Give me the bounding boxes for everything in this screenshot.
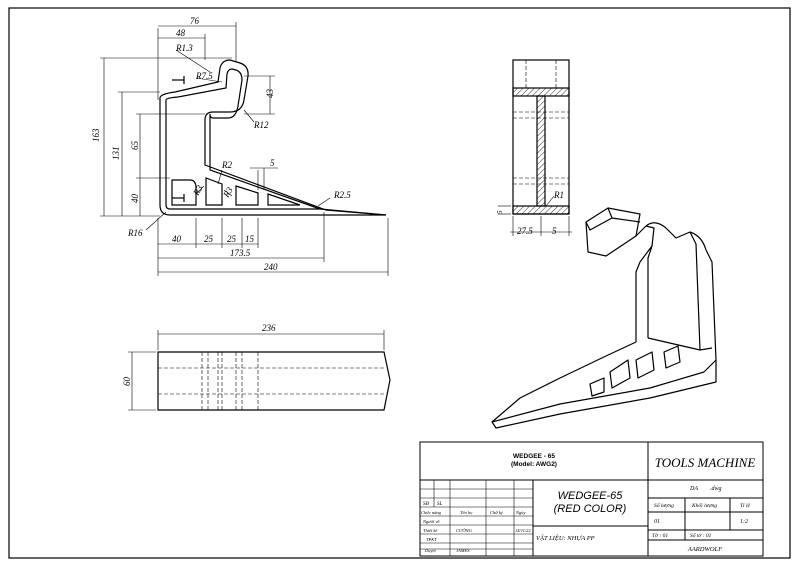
dim-43: 43 [265, 89, 275, 99]
header-sd: SĐ [423, 502, 430, 507]
dim-5-side: 5 [552, 226, 557, 236]
dim-r1-3: R1.3 [175, 43, 193, 53]
client-name: AARDWOLF [687, 546, 723, 553]
title-block-grid [420, 480, 533, 556]
sheet-number: Tờ : 01 [652, 533, 668, 539]
dim-r2-5: R2.5 [333, 190, 351, 200]
dim-25-b: 25 [227, 234, 237, 244]
side-section-view [512, 59, 570, 215]
dim-r3-right: R3 [221, 185, 235, 200]
dim-40-horizontal: 40 [172, 234, 182, 244]
file-extension: .dwg [710, 486, 722, 492]
isometric-view [491, 207, 717, 429]
dim-r12: R12 [253, 120, 269, 130]
row-designer: Thiết kế [423, 528, 438, 533]
side-view-dimensions [498, 195, 572, 236]
dim-r3-left: R3 [191, 183, 205, 198]
top-view-dimensions [128, 330, 385, 411]
row-name: Tên họ [460, 510, 473, 515]
product-name: WEDGEE - 65 [513, 453, 555, 460]
product-model: (Model: AWG2) [511, 461, 557, 468]
header-sl: SL [437, 502, 443, 507]
dim-5-thickness: 5 [496, 210, 504, 214]
dim-240: 240 [264, 262, 278, 272]
header-quantity: Số lượng [654, 502, 674, 509]
top-view [157, 351, 391, 411]
dim-48: 48 [176, 28, 186, 38]
header-scale: Tỉ lệ [740, 503, 750, 509]
drawing-title: WEDGEE-65 [558, 490, 624, 502]
row-approve: Duyệt [424, 548, 436, 553]
dim-r1: R1 [553, 190, 564, 200]
dim-76: 76 [190, 16, 200, 26]
dim-r2: R2 [221, 160, 232, 170]
quantity-value: 01 [654, 519, 660, 525]
dim-r7-5: R7.5 [195, 71, 213, 81]
row-date: Ngày [515, 510, 526, 515]
row-check: TPKT [426, 537, 437, 542]
title-block [419, 441, 764, 557]
row-author: Người vẽ [422, 519, 440, 524]
material: VẬT LIỆU: NHỰA PP [536, 534, 595, 542]
approver-name: JAMES [456, 548, 470, 553]
top-view-hidden-lines [158, 352, 386, 410]
design-date: 14/11/22 [515, 528, 531, 533]
dim-163: 163 [91, 128, 101, 142]
dim-15: 15 [245, 234, 255, 244]
scale-value: 1:2 [740, 519, 748, 525]
designer-name: CƯỜNG [456, 528, 473, 533]
dim-40-vertical: 40 [130, 194, 140, 204]
side-view-hidden-lines [513, 60, 569, 185]
front-view-dimensions [100, 22, 389, 276]
header-weight: Khối lượng [691, 502, 717, 509]
dim-25-a: 25 [204, 234, 214, 244]
file-prefix: DA [689, 486, 698, 492]
drawing-border [8, 7, 791, 559]
row-role: Chức năng [421, 510, 442, 515]
dim-131: 131 [111, 147, 121, 161]
row-sign: Chữ ký [490, 510, 503, 515]
drawing-subtitle: (RED COLOR) [554, 503, 627, 515]
dim-236: 236 [262, 323, 276, 333]
dim-r16: R16 [127, 228, 143, 238]
dim-5: 5 [270, 158, 275, 168]
dim-60: 60 [122, 377, 132, 387]
dim-27-5: 27.5 [517, 226, 533, 236]
sheet-count: Số tờ : 01 [690, 532, 712, 539]
front-view [159, 59, 387, 216]
dim-173-5: 173.5 [230, 248, 251, 258]
dim-65: 65 [130, 141, 140, 151]
company-name: TOOLS MACHINE [655, 455, 756, 470]
